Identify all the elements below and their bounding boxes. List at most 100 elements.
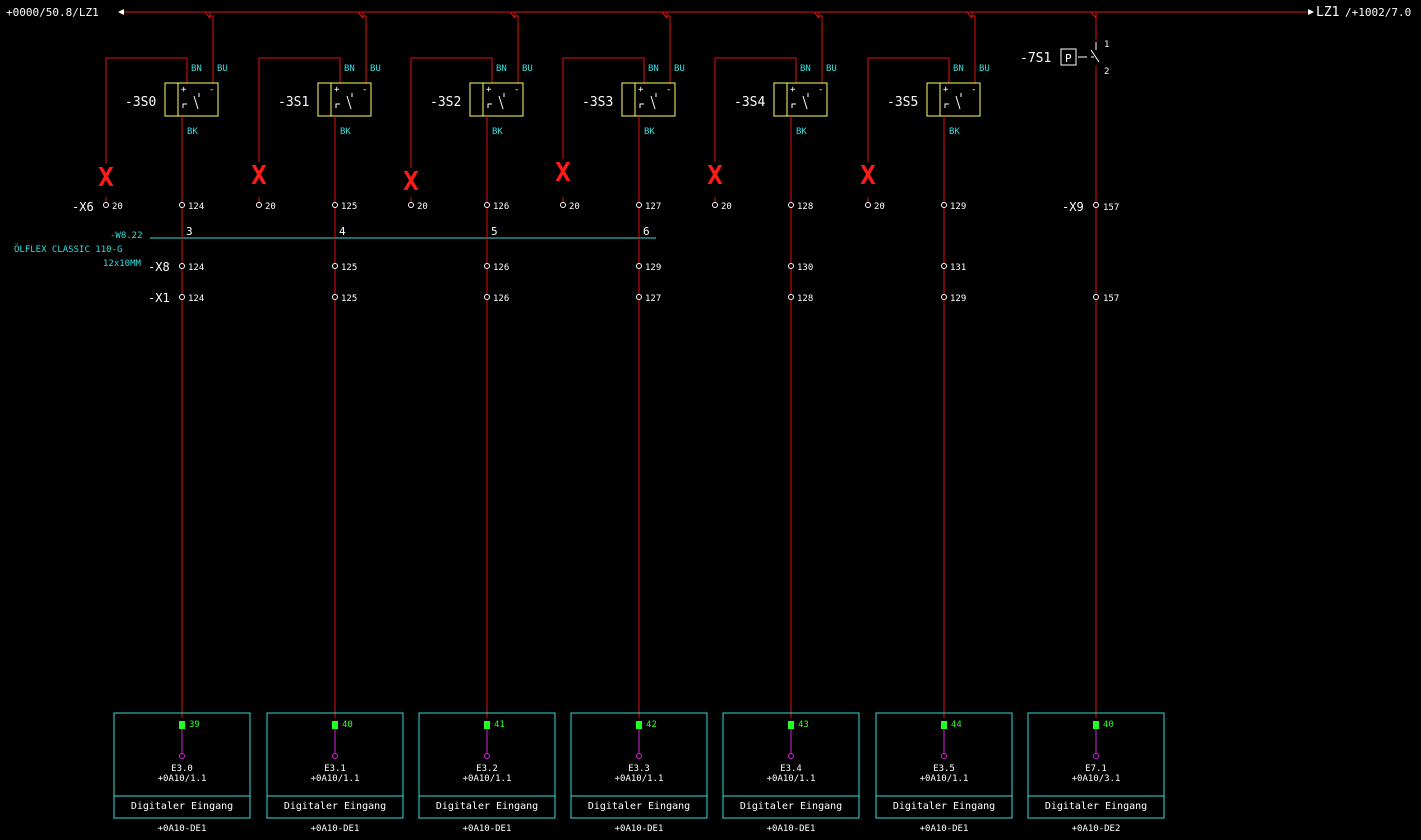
cable-core: 3 <box>186 225 193 238</box>
plc-pin-icon <box>788 721 794 729</box>
switch-tag[interactable]: -7S1 <box>1020 51 1051 66</box>
bk-label: BK <box>796 127 807 137</box>
switch-plc-desc: Digitaler Eingang <box>1045 801 1147 812</box>
sensor-body[interactable] <box>773 82 828 117</box>
sensor-tag[interactable]: -3S0 <box>125 95 156 110</box>
switch-column <box>1027 11 1165 819</box>
bu-wire <box>819 15 823 83</box>
switch-plc-pin: 40 <box>1103 720 1114 730</box>
plc-pin-number: 44 <box>951 720 962 730</box>
plc-pin-icon <box>941 721 947 729</box>
strip-tag-x9: -X9 <box>1062 200 1084 214</box>
x6-left-number: 20 <box>874 202 885 212</box>
x6-left-terminal <box>408 202 414 208</box>
strip-tag-x8: -X8 <box>148 260 170 274</box>
plc-module[interactable]: +0A10-DE1 <box>463 824 512 834</box>
cross-icon: X <box>860 161 876 191</box>
cross-icon: X <box>98 163 114 193</box>
sensor-body[interactable] <box>317 82 372 117</box>
sensor-body[interactable] <box>926 82 981 117</box>
plc-address: E3.1 <box>324 764 346 774</box>
x1-number: 124 <box>188 294 204 304</box>
plc-module[interactable]: +0A10-DE1 <box>158 824 207 834</box>
tap-tick <box>357 11 364 19</box>
plc-address: E3.0 <box>171 764 193 774</box>
sensor-tag[interactable]: -3S3 <box>582 95 613 110</box>
plc-address: E3.3 <box>628 764 650 774</box>
left-page-ref[interactable]: +0000/50.8/LZ1 <box>6 6 99 19</box>
switch-contact-3 <box>791 103 796 108</box>
cross-icon: X <box>403 167 419 197</box>
cross-icon: X <box>251 161 267 191</box>
plc-input-box[interactable] <box>875 712 1013 819</box>
x1-terminal <box>179 294 185 300</box>
x6-left-terminal <box>712 202 718 208</box>
plc-module[interactable]: +0A10-DE1 <box>615 824 664 834</box>
sensor-tag[interactable]: -3S2 <box>430 95 461 110</box>
sensor-body[interactable] <box>469 82 524 117</box>
switch-plc-module[interactable]: +0A10-DE2 <box>1072 824 1121 834</box>
plc-pin-icon <box>1093 721 1099 729</box>
x6-left-terminal <box>103 202 109 208</box>
plc-pin-icon <box>179 721 185 729</box>
bn-wire <box>723 57 797 83</box>
plus-sign: + <box>790 85 796 95</box>
sensor-body[interactable] <box>164 82 219 117</box>
plc-address: E3.2 <box>476 764 498 774</box>
plc-input-box[interactable] <box>1027 712 1165 819</box>
plc-input-box[interactable] <box>722 712 860 819</box>
plc-input-box[interactable] <box>113 712 251 819</box>
sensor-tag[interactable]: -3S4 <box>734 95 765 110</box>
sensor-tag[interactable]: -3S1 <box>278 95 309 110</box>
switch-x9-terminal-icon <box>1093 202 1099 208</box>
x6-left-number: 20 <box>721 202 732 212</box>
plc-input-box[interactable] <box>570 712 708 819</box>
plus-sign: + <box>638 85 644 95</box>
plc-pin-number: 43 <box>798 720 809 730</box>
sensor-body[interactable] <box>621 82 676 117</box>
plc-module[interactable]: +0A10-DE1 <box>767 824 816 834</box>
tap-tick <box>204 11 211 19</box>
x1-number: 127 <box>645 294 661 304</box>
plc-conn-icon <box>941 753 947 759</box>
right-page-ref[interactable]: /+1002/7.0 <box>1345 6 1411 19</box>
switch-p-symbol: P <box>1065 52 1072 65</box>
plc-conn-icon <box>484 753 490 759</box>
plc-location: +0A10/1.1 <box>615 774 664 784</box>
switch-contact <box>193 95 199 110</box>
wire-layer <box>118 9 1314 15</box>
x1-terminal <box>636 294 642 300</box>
switch-contact-3 <box>639 103 644 108</box>
bridge-left <box>562 57 571 159</box>
plc-conn-icon <box>332 753 338 759</box>
x1-terminal <box>484 294 490 300</box>
plc-module[interactable]: +0A10-DE1 <box>920 824 969 834</box>
bn-wire <box>571 57 645 83</box>
switch-p-box <box>1060 48 1077 66</box>
bu-label: BU <box>826 64 837 74</box>
minus-sign: - <box>209 85 214 95</box>
plc-description: Digitaler Eingang <box>284 801 386 812</box>
bu-label: BU <box>522 64 533 74</box>
cable-name: -W8.22 <box>110 231 143 241</box>
bn-label: BN <box>648 64 659 74</box>
switch-contact <box>346 95 352 110</box>
x6-left-number: 20 <box>569 202 580 212</box>
x6-right-number: 129 <box>950 202 966 212</box>
x6-right-number: 125 <box>341 202 357 212</box>
plc-input-box[interactable] <box>418 712 556 819</box>
plc-module[interactable]: +0A10-DE1 <box>311 824 360 834</box>
sensor-tag[interactable]: -3S5 <box>887 95 918 110</box>
plc-pin-number: 40 <box>342 720 353 730</box>
plc-input-box[interactable] <box>266 712 404 819</box>
bn-label: BN <box>496 64 507 74</box>
plc-description: Digitaler Eingang <box>436 801 538 812</box>
plc-pin-number: 42 <box>646 720 657 730</box>
x8-terminal <box>484 263 490 269</box>
plus-sign: + <box>486 85 492 95</box>
x6-left-terminal <box>865 202 871 208</box>
switch-contact-3 <box>182 103 187 108</box>
switch-contact-3 <box>487 103 492 108</box>
